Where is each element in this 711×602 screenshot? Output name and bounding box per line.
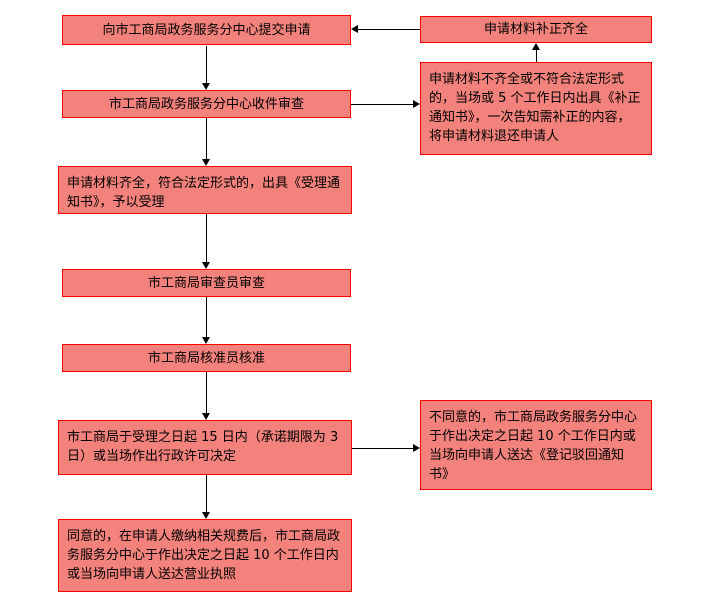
arrow-approver-to-decision xyxy=(202,372,210,420)
node-reject-notice: 不同意的，市工商局政务服务分中心于作出决定之日起 10 个工作日内或当场向申请人… xyxy=(420,400,652,490)
arrow-decision-to-license xyxy=(202,475,210,519)
node-decision: 市工商局于受理之日起 15 日内（承诺期限为 3 日）或当场作出行政许可决定 xyxy=(58,420,352,475)
arrow-decision-to-reject xyxy=(352,444,420,452)
node-approver-approve: 市工商局核准员核准 xyxy=(62,344,351,372)
node-supplement-complete: 申请材料补正齐全 xyxy=(420,16,652,43)
arrow-examiner-to-approver xyxy=(202,297,210,344)
arrow-incomplete-to-supplement xyxy=(532,43,540,62)
arrow-supplement-to-submit xyxy=(351,25,420,33)
node-incomplete-notice: 申请材料不齐全或不符合法定形式的，当场或 5 个工作日内出具《补正通知书》，一次… xyxy=(420,62,652,155)
node-submit-application: 向市工商局政务服务分中心提交申请 xyxy=(62,15,351,45)
arrow-receive-to-accept xyxy=(202,118,210,166)
node-accept-notice: 申请材料齐全，符合法定形式的，出具《受理通知书》，予以受理 xyxy=(58,166,352,214)
node-receive-review: 市工商局政务服务分中心收件审查 xyxy=(62,90,351,118)
arrow-accept-to-examiner xyxy=(202,214,210,269)
arrow-submit-to-receive xyxy=(202,46,210,90)
arrow-receive-to-incomplete xyxy=(351,100,420,108)
node-examiner-review: 市工商局审查员审查 xyxy=(62,269,351,297)
node-deliver-license: 同意的，在申请人缴纳相关规费后，市工商局政务服务分中心于作出决定之日起 10 个… xyxy=(58,519,352,592)
